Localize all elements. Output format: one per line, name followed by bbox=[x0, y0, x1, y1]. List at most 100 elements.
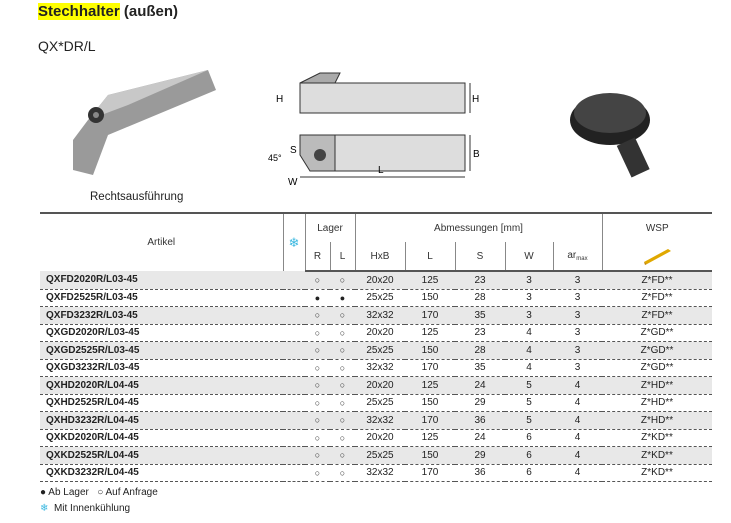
page-title: Stechhalter (außen) bbox=[38, 3, 178, 20]
cell-s: 36 bbox=[455, 464, 505, 482]
cell-coolant bbox=[283, 271, 305, 290]
header-ar: armax bbox=[552, 242, 602, 272]
cell-wsp: Z*KD** bbox=[602, 429, 712, 447]
cell-wsp: Z*FD** bbox=[602, 289, 712, 307]
cell-length: 170 bbox=[405, 464, 455, 482]
cell-w: 5 bbox=[505, 411, 553, 430]
cell-hxb: 25x25 bbox=[355, 341, 405, 360]
header-s: S bbox=[454, 242, 505, 272]
cell-wsp: Z*HD** bbox=[602, 411, 712, 430]
cell-hxb: 32x32 bbox=[355, 359, 405, 377]
cell-lager-l: ○ bbox=[330, 359, 355, 377]
legend-request-label: Auf Anfrage bbox=[105, 487, 158, 498]
cell-s: 35 bbox=[455, 306, 505, 325]
cell-lager-r: ○ bbox=[305, 411, 330, 430]
cell-s: 36 bbox=[455, 411, 505, 430]
dim-H-left: H bbox=[276, 94, 283, 105]
cell-lager-r: ○ bbox=[305, 341, 330, 360]
cell-length: 150 bbox=[405, 341, 455, 360]
insert-icon bbox=[601, 242, 712, 272]
cell-length: 170 bbox=[405, 306, 455, 325]
cell-hxb: 25x25 bbox=[355, 446, 405, 465]
cell-lager-l: ○ bbox=[330, 306, 355, 325]
cell-length: 170 bbox=[405, 411, 455, 430]
header-len: L bbox=[404, 242, 455, 272]
cell-coolant bbox=[283, 464, 305, 482]
cell-lager-r: ○ bbox=[305, 394, 330, 412]
header-l: L bbox=[329, 242, 355, 272]
cell-w: 3 bbox=[505, 271, 553, 290]
dim-L: L bbox=[378, 165, 384, 176]
header-wsp: WSP bbox=[601, 212, 712, 242]
cell-lager-r: ○ bbox=[305, 429, 330, 447]
ar-sub: max bbox=[576, 256, 588, 262]
cell-coolant bbox=[283, 394, 305, 412]
filled-dot-icon: ● bbox=[40, 487, 47, 498]
title-rest: (außen) bbox=[123, 3, 179, 20]
cell-w: 4 bbox=[505, 324, 553, 342]
cell-coolant bbox=[283, 376, 305, 395]
legend-cooling-label: Mit Innenkühlung bbox=[53, 503, 131, 514]
cell-coolant bbox=[283, 341, 305, 360]
header-w: W bbox=[504, 242, 553, 272]
cell-wsp: Z*FD** bbox=[602, 271, 712, 290]
cell-ar-max: 3 bbox=[553, 306, 602, 325]
cell-hxb: 32x32 bbox=[355, 464, 405, 482]
cell-w: 5 bbox=[505, 376, 553, 395]
title-highlight: Stechhalter bbox=[38, 3, 120, 20]
cell-s: 28 bbox=[455, 289, 505, 307]
cell-ar-max: 3 bbox=[553, 289, 602, 307]
cell-wsp: Z*HD** bbox=[602, 376, 712, 395]
cell-lager-l: ○ bbox=[330, 324, 355, 342]
cell-length: 125 bbox=[405, 376, 455, 395]
cell-ar-max: 4 bbox=[553, 394, 602, 412]
cell-wsp: Z*KD** bbox=[602, 446, 712, 465]
header-hxb: HxB bbox=[354, 242, 405, 272]
cell-hxb: 32x32 bbox=[355, 306, 405, 325]
cell-s: 24 bbox=[455, 429, 505, 447]
cell-ar-max: 4 bbox=[553, 411, 602, 430]
cell-wsp: Z*KD** bbox=[602, 464, 712, 482]
cell-w: 6 bbox=[505, 446, 553, 465]
cell-article: QXGD2525R/L03-45 bbox=[40, 341, 283, 360]
dim-W: W bbox=[288, 177, 298, 188]
cell-lager-l: ○ bbox=[330, 411, 355, 430]
cell-length: 125 bbox=[405, 429, 455, 447]
cell-lager-r: ○ bbox=[305, 359, 330, 377]
cell-s: 24 bbox=[455, 376, 505, 395]
cell-wsp: Z*GD** bbox=[602, 359, 712, 377]
cell-lager-r: ○ bbox=[305, 376, 330, 395]
cell-article: QXFD2525R/L03-45 bbox=[40, 289, 283, 307]
cell-length: 125 bbox=[405, 271, 455, 290]
cell-article: QXHD2020R/L04-45 bbox=[40, 376, 283, 395]
legend-stock-label: Ab Lager bbox=[48, 487, 89, 498]
cell-w: 6 bbox=[505, 464, 553, 482]
cell-lager-r: ○ bbox=[305, 464, 330, 482]
cell-lager-l: ○ bbox=[330, 376, 355, 395]
cell-lager-l: ○ bbox=[330, 271, 355, 290]
cell-w: 3 bbox=[505, 289, 553, 307]
cell-hxb: 25x25 bbox=[355, 289, 405, 307]
cell-coolant bbox=[283, 411, 305, 430]
cell-article: QXKD2525R/L04-45 bbox=[40, 446, 283, 465]
cell-lager-l: ○ bbox=[330, 341, 355, 360]
cell-w: 5 bbox=[505, 394, 553, 412]
cell-s: 29 bbox=[455, 394, 505, 412]
cell-w: 4 bbox=[505, 359, 553, 377]
coolant-icon: ❄ bbox=[40, 503, 49, 514]
cell-ar-max: 3 bbox=[553, 324, 602, 342]
cell-lager-r: ○ bbox=[305, 306, 330, 325]
header-artikel: Artikel bbox=[40, 212, 283, 271]
cell-coolant bbox=[283, 429, 305, 447]
cell-coolant bbox=[283, 289, 305, 307]
tool-holder-photo bbox=[73, 70, 216, 175]
cell-wsp: Z*GD** bbox=[602, 341, 712, 360]
cell-ar-max: 4 bbox=[553, 446, 602, 465]
header-lager: Lager bbox=[304, 212, 355, 242]
coolant-icon: ❄ bbox=[282, 212, 305, 271]
